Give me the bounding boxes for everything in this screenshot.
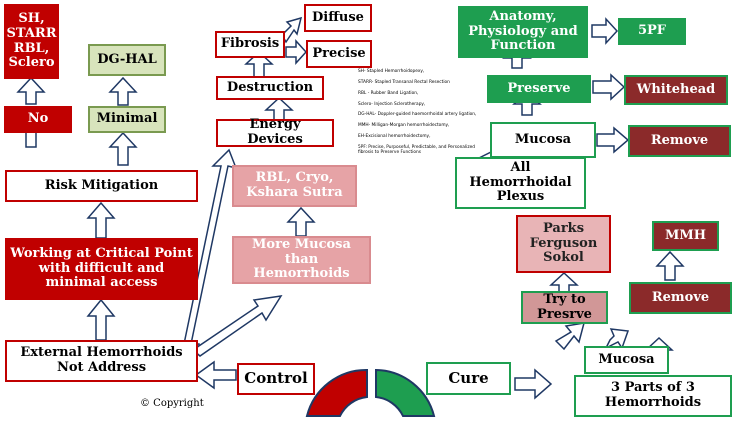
- precise-box: Precise: [306, 40, 372, 68]
- legend-item: RBL - Rubber Band Ligation,: [358, 90, 419, 96]
- arrow-up: [108, 76, 138, 106]
- sh-starr-box: SH, STARR RBL, Sclero: [4, 4, 59, 79]
- fibrosis-box: Fibrosis: [215, 31, 285, 58]
- all-plexus-box: All Hemorrhoidal Plexus: [455, 157, 586, 209]
- minimal-box: Minimal: [88, 106, 166, 133]
- more-mucosa-box: More Mucosa than Hemorrhoids: [232, 236, 371, 284]
- remove-top-box: Remove: [628, 125, 731, 157]
- critical-point-box: Working at Critical Point with difficult…: [5, 238, 198, 300]
- arrow-left: [194, 360, 237, 390]
- arrow-right: [591, 17, 619, 45]
- control-box: Control: [237, 363, 315, 395]
- arrow-up: [86, 201, 116, 239]
- try-preserve-box: Try to Presrve: [521, 291, 608, 324]
- arrow-diagonal: [281, 16, 303, 44]
- arrow-up: [86, 298, 116, 341]
- arrow-right: [592, 73, 626, 101]
- anatomy-box: Anatomy, Physiology and Function: [458, 6, 588, 58]
- mmh-box: MMH: [652, 221, 719, 251]
- legend-item: STARR- Stapled Transanal Rectal Resectio…: [358, 79, 450, 85]
- legend-item: Sclero- Injection Sclerotherapy,: [358, 101, 426, 107]
- arrow-up: [16, 76, 46, 105]
- preserve-box: Preserve: [487, 75, 591, 103]
- risk-mitigation-box: Risk Mitigation: [5, 170, 198, 202]
- three-parts-box: 3 Parts of 3 Hemorrhoids: [574, 375, 732, 417]
- whitehead-box: Whitehead: [624, 75, 728, 105]
- arrow-up: [244, 50, 274, 79]
- legend-item: SH- Stapled Hemorrhoidopexy,: [358, 69, 425, 74]
- cure-box: Cure: [426, 362, 511, 395]
- gauge-green-half: [375, 368, 436, 417]
- arrow-up: [108, 131, 138, 166]
- dg-hal-box: DG-HAL: [88, 44, 166, 76]
- arrow-diagonal: [554, 322, 586, 351]
- legend-item: EH-Excisional hemorrhoidectomy,: [358, 134, 431, 140]
- arrow-diagonal: [191, 295, 283, 357]
- legend-item: MMH- Milligan-Morgan hemorrhoidectomy,: [358, 123, 450, 129]
- legend-item: DG-HAL- Doppler-guided haemorrhoidal art…: [358, 112, 477, 118]
- arrow-up: [655, 250, 685, 281]
- copyright-text: © Copyright: [140, 398, 204, 409]
- remove-bottom-box: Remove: [629, 282, 732, 314]
- diffuse-box: Diffuse: [304, 4, 372, 32]
- external-hemorrhoids-box: External Hemorrhoids Not Address: [5, 340, 198, 382]
- parks-box: Parks Ferguson Sokol: [516, 215, 611, 273]
- arrow-right: [285, 39, 308, 65]
- energy-devices-box: Energy Devices: [216, 117, 334, 147]
- gauge-red-half: [305, 368, 368, 417]
- rbl-cryo-box: RBL, Cryo, Kshara Sutra: [232, 165, 357, 207]
- no-box: No: [4, 106, 72, 133]
- 5pf-box: 5PF: [618, 18, 686, 45]
- mucosa-bottom-box: Mucosa: [584, 346, 669, 374]
- arrow-right: [514, 368, 553, 400]
- arrow-right: [596, 126, 630, 154]
- abbreviation-legend: SH- Stapled Hemorrhoidopexy, STARR- Stap…: [358, 69, 478, 161]
- legend-item: 5PF: Precise, Purposeful, Predictable, a…: [358, 145, 475, 156]
- mucosa-top-box: Mucosa: [490, 122, 596, 158]
- arrow-up: [286, 206, 316, 237]
- destruction-box: Destruction: [216, 76, 324, 100]
